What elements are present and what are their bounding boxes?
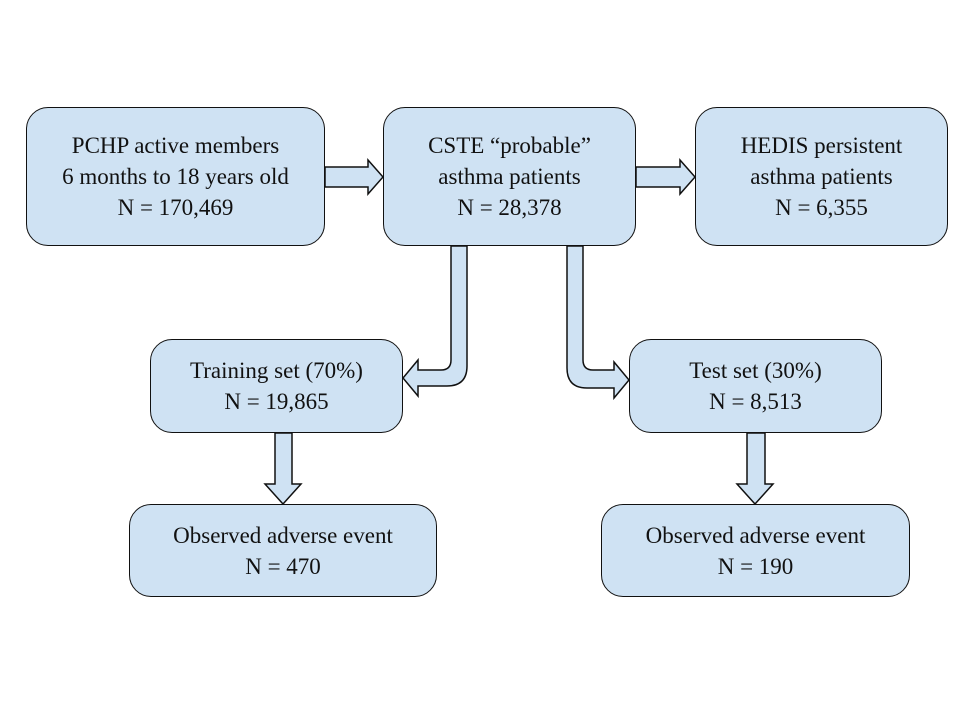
- observed-adverse-training-box: Observed adverse event N = 470: [129, 504, 437, 597]
- test-set-box: Test set (30%) N = 8,513: [629, 339, 882, 433]
- observed-test-count: N = 190: [717, 553, 794, 579]
- training-line-1: Training set (70%): [190, 358, 363, 383]
- arrow-cste-to-hedis: [635, 158, 697, 196]
- cste-count: N = 28,378: [457, 195, 562, 220]
- pchp-count: N = 170,469: [117, 195, 234, 220]
- cste-line-1: CSTE “probable”: [428, 133, 591, 158]
- observed-training-line-1: Observed adverse event: [173, 522, 393, 548]
- arrow-cste-to-test: [566, 245, 630, 401]
- observed-test-line-1: Observed adverse event: [645, 522, 866, 548]
- test-line-1: Test set (30%): [689, 358, 822, 383]
- training-set-box: Training set (70%) N = 19,865: [150, 339, 403, 433]
- hedis-line-1: HEDIS persistent: [740, 133, 903, 158]
- test-count: N = 8,513: [709, 389, 802, 414]
- cste-line-2: asthma patients: [438, 164, 581, 189]
- pchp-members-box: PCHP active members 6 months to 18 years…: [26, 107, 325, 246]
- training-count: N = 19,865: [224, 389, 329, 414]
- observed-training-count: N = 470: [245, 553, 321, 579]
- arrow-pchp-to-cste: [324, 158, 385, 196]
- hedis-line-2: asthma patients: [750, 164, 893, 189]
- pchp-line-2: 6 months to 18 years old: [62, 164, 289, 189]
- arrow-training-to-observed: [263, 432, 303, 506]
- observed-adverse-test-box: Observed adverse event N = 190: [601, 504, 910, 597]
- arrow-cste-to-training: [402, 245, 468, 399]
- hedis-persistent-box: HEDIS persistent asthma patients N = 6,3…: [695, 107, 948, 246]
- cste-probable-box: CSTE “probable” asthma patients N = 28,3…: [383, 107, 636, 246]
- arrow-test-to-observed: [735, 432, 775, 506]
- hedis-count: N = 6,355: [775, 195, 868, 220]
- pchp-line-1: PCHP active members: [71, 133, 280, 158]
